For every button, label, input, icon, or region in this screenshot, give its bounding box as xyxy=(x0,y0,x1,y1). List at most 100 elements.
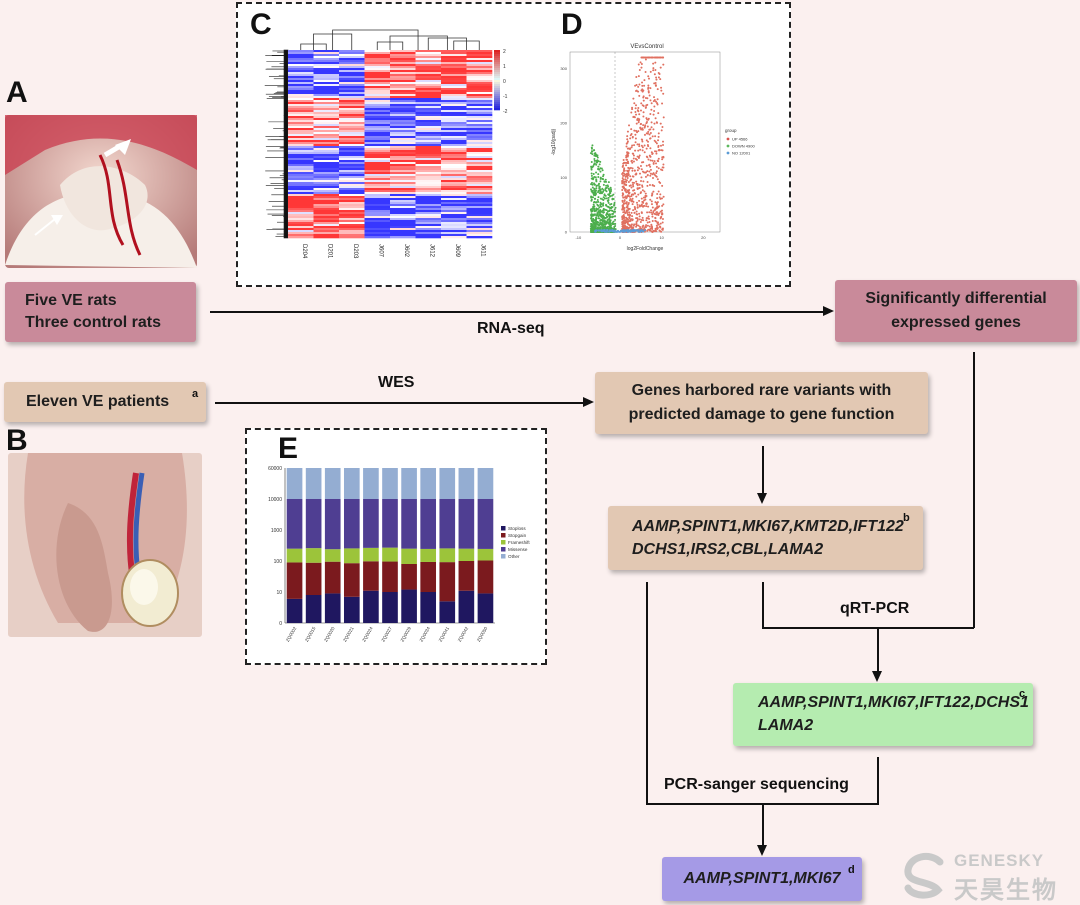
heatmap-cell xyxy=(288,84,314,87)
volcano-point-up xyxy=(662,144,665,147)
volcano-point-up xyxy=(639,164,642,167)
volcano-point-up xyxy=(636,218,639,221)
heatmap-cell xyxy=(466,206,493,209)
volcano-point-up xyxy=(636,206,639,209)
volcano-point-up xyxy=(642,124,645,127)
heatmap-legend-swatch xyxy=(494,86,500,89)
heatmap-cell xyxy=(390,130,416,133)
volcano-point-up xyxy=(661,217,664,220)
volcano-point-down xyxy=(605,204,608,207)
heatmap-cell xyxy=(466,118,493,121)
heatmap-cell xyxy=(415,132,442,135)
heatmap-cell xyxy=(441,212,467,215)
heatmap-cell xyxy=(390,154,416,157)
volcano-point-up xyxy=(635,201,638,204)
volcano-point-down xyxy=(593,183,596,186)
volcano-point-up xyxy=(650,56,653,59)
volcano-point-down xyxy=(609,219,612,222)
volcano-point-up xyxy=(643,190,646,193)
heatmap-cell xyxy=(441,146,467,149)
volcano-point-up xyxy=(650,102,653,105)
heatmap-cell xyxy=(415,160,442,163)
heatmap-cell xyxy=(415,90,442,93)
volcano-point-up xyxy=(653,122,656,125)
heatmap-cell xyxy=(339,116,365,119)
heatmap-cell xyxy=(339,108,365,111)
heatmap-cell xyxy=(390,148,416,151)
heatmap-cell xyxy=(313,228,340,231)
panel-label-d: D xyxy=(561,8,583,41)
heatmap-cell xyxy=(288,236,314,239)
volcano-point-up xyxy=(625,142,628,145)
heatmap-cell xyxy=(390,60,416,63)
volcano-point-up xyxy=(654,227,657,230)
heatmap-cell xyxy=(390,220,416,223)
volcano-point-up xyxy=(649,159,652,162)
heatmap-legend-swatch xyxy=(494,96,500,99)
volcano-point-up xyxy=(626,222,629,225)
heatmap-cell xyxy=(288,186,314,189)
heatmap-cell xyxy=(339,80,365,83)
heatmap-cell xyxy=(364,206,391,209)
heatmap-cell xyxy=(313,54,340,57)
heatmap-cell xyxy=(339,90,365,93)
heatmap-cell xyxy=(415,96,442,99)
heatmap-cell xyxy=(339,66,365,69)
bar-segment-other xyxy=(343,468,360,499)
volcano-point-up xyxy=(623,161,626,164)
volcano-point-up xyxy=(622,196,625,199)
heatmap-cell xyxy=(390,120,416,123)
heatmap-cell xyxy=(364,146,391,149)
heatmap-cell xyxy=(441,198,467,201)
ve-rats-box: Five VE rats Three control rats xyxy=(5,282,196,342)
volcano-point-up xyxy=(643,144,646,147)
heatmap-cell xyxy=(415,220,442,223)
volcano-point-down xyxy=(593,162,596,165)
heatmap-cell xyxy=(466,146,493,149)
volcano-point-up xyxy=(630,226,633,229)
heatmap-cell xyxy=(466,204,493,207)
volcano-point-up xyxy=(630,128,633,131)
volcano-point-up xyxy=(636,219,639,222)
heatmap-cell xyxy=(441,142,467,145)
heatmap-cell xyxy=(390,178,416,181)
heatmap-cell xyxy=(390,118,416,121)
volcano-point-up xyxy=(632,185,635,188)
volcano-point-up xyxy=(629,175,632,178)
heatmap-cell xyxy=(313,120,340,123)
volcano-point-up xyxy=(659,193,662,196)
heatmap-cell xyxy=(390,90,416,93)
heatmap-cell xyxy=(466,194,493,197)
heatmap-cell xyxy=(313,122,340,125)
heatmap-cell xyxy=(390,116,416,119)
volcano-point-down xyxy=(599,167,602,170)
volcano-point-up xyxy=(639,126,642,129)
heatmap-cell xyxy=(466,86,493,89)
heatmap-cell xyxy=(313,78,340,81)
volcano-point-up xyxy=(647,87,650,90)
heatmap-cell xyxy=(288,138,314,141)
heatmap-cell xyxy=(364,66,391,69)
volcano-point-up xyxy=(646,181,649,184)
heatmap-cell xyxy=(390,138,416,141)
heatmap-legend-swatch xyxy=(494,56,500,59)
heatmap-cell xyxy=(441,54,467,57)
bar-chart-x-tick: ZQ0015 xyxy=(304,626,317,643)
heatmap-cell xyxy=(364,102,391,105)
volcano-point-down xyxy=(593,223,596,226)
heatmap-cell xyxy=(390,192,416,195)
heatmap-cell xyxy=(466,52,493,55)
heatmap-cell xyxy=(415,134,442,137)
heatmap-cell xyxy=(390,204,416,207)
volcano-point-down xyxy=(596,161,599,164)
heatmap-cell xyxy=(288,152,314,155)
heatmap-cell xyxy=(339,92,365,95)
volcano-point-up xyxy=(625,202,628,205)
volcano-point-down xyxy=(593,152,596,155)
heatmap-cell xyxy=(415,116,442,119)
volcano-point-up xyxy=(658,212,661,215)
volcano-point-up xyxy=(638,143,641,146)
heatmap-cell xyxy=(466,124,493,127)
volcano-point-up xyxy=(621,177,624,180)
volcano-point-up xyxy=(652,100,655,103)
